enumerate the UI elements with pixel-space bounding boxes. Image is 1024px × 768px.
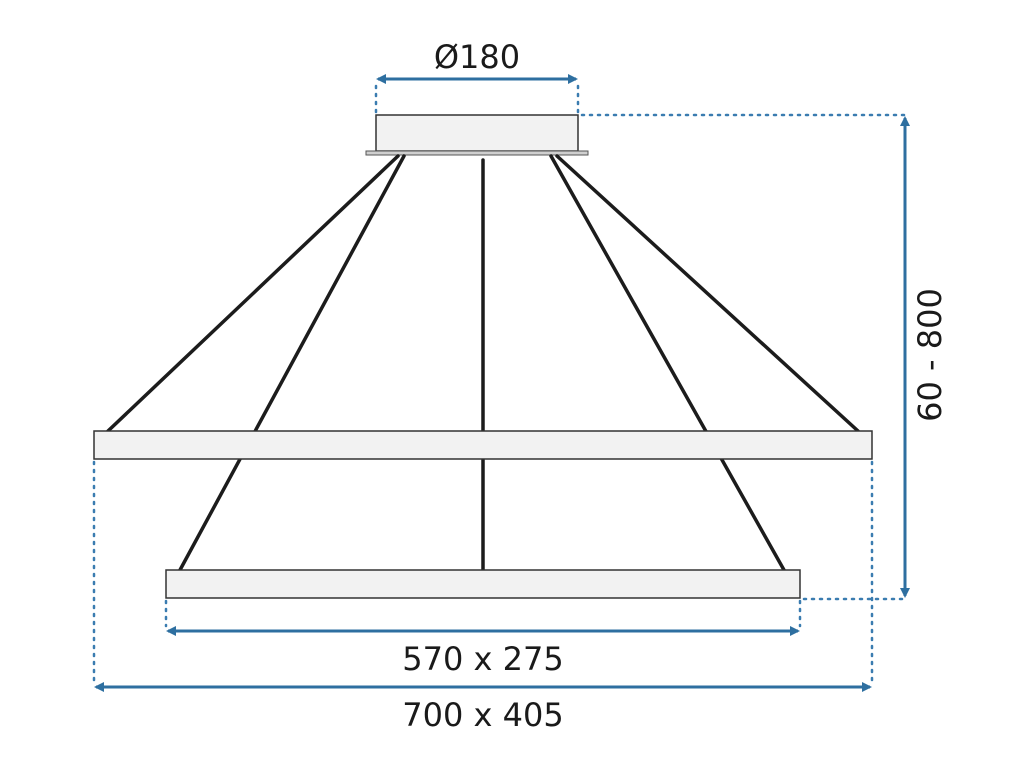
canopy-diameter-label: Ø180 bbox=[434, 38, 520, 76]
dimension-arrows bbox=[94, 74, 910, 692]
suspension-cables bbox=[106, 154, 860, 572]
inner-ring bbox=[165, 569, 801, 599]
cable-inner-right bbox=[549, 154, 786, 572]
cable-inner-left bbox=[178, 154, 406, 572]
cable-outer-right bbox=[555, 154, 860, 433]
height-range-label: 60 - 800 bbox=[911, 288, 949, 422]
ceiling-canopy bbox=[375, 114, 579, 152]
outer-ring bbox=[93, 430, 873, 460]
canopy-base-plate bbox=[365, 150, 589, 156]
outer-ring-size-label: 700 x 405 bbox=[402, 696, 563, 734]
inner-ring-size-label: 570 x 275 bbox=[402, 640, 563, 678]
dotted-guide-lines bbox=[92, 84, 907, 684]
cable-outer-left bbox=[106, 154, 400, 433]
